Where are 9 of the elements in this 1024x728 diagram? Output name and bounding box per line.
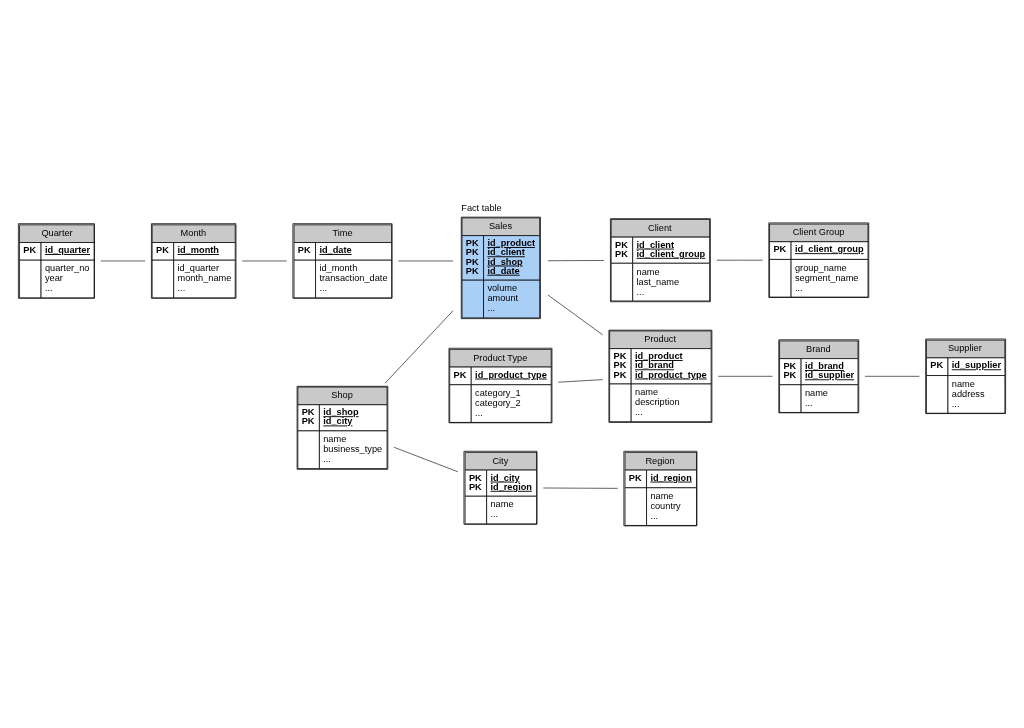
connector (384, 310, 454, 384)
connector (717, 375, 773, 377)
connector (547, 294, 604, 336)
connector (864, 375, 920, 377)
node-label: Fact table (461, 203, 502, 214)
connector (557, 379, 604, 383)
connector (393, 446, 459, 473)
connector (542, 487, 619, 489)
connector (547, 260, 605, 262)
